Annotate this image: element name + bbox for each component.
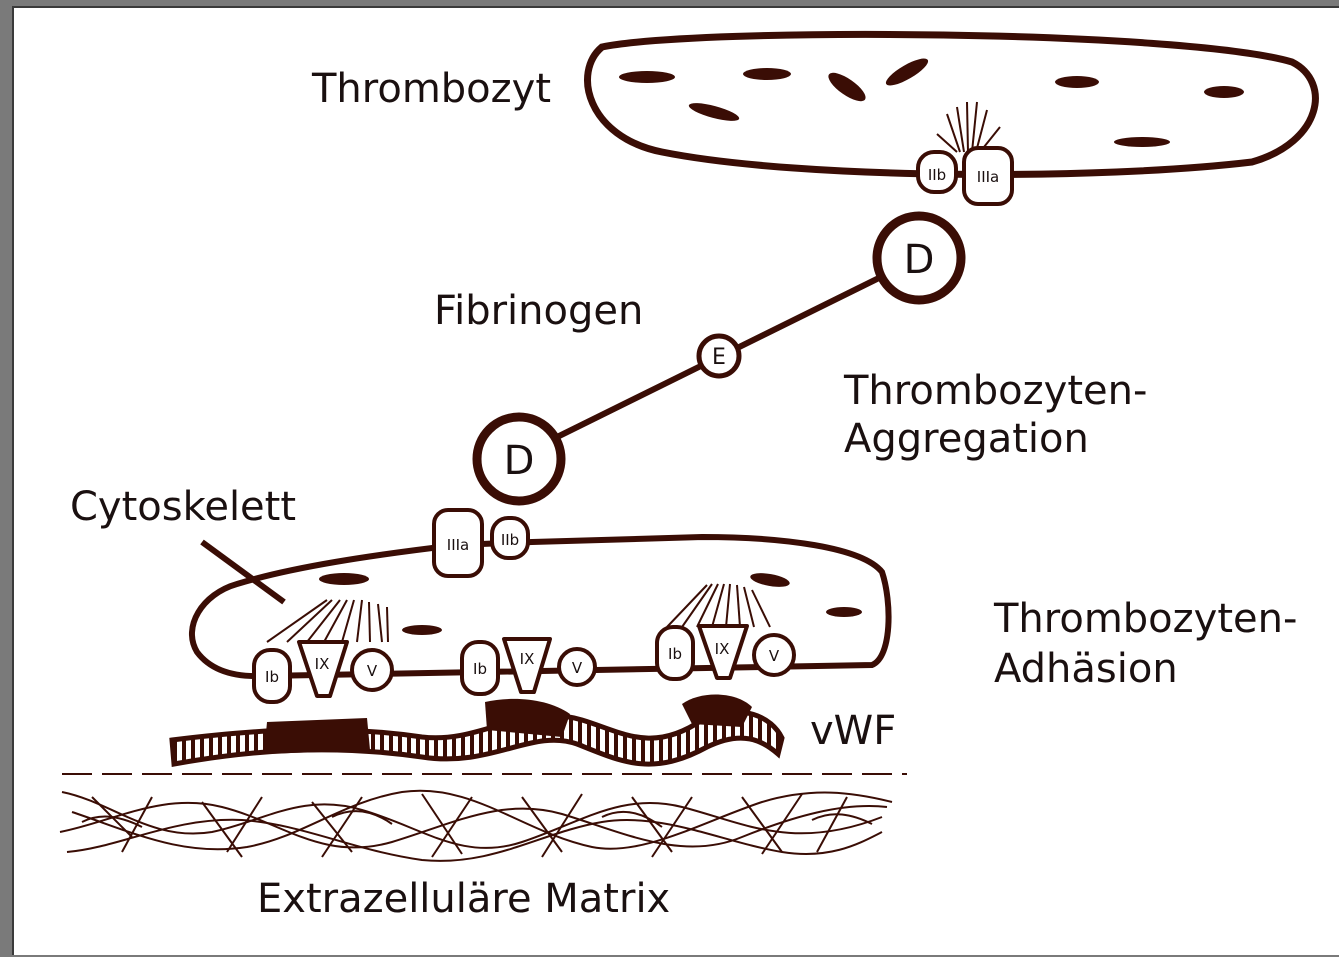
bottom-receptor-iib-label: IIb bbox=[501, 531, 519, 549]
label-aggregation-line2: Aggregation bbox=[844, 416, 1089, 462]
receptor-v-3: V bbox=[754, 635, 794, 675]
bottom-platelet: IIIa IIb Ib IX V Ib bbox=[192, 510, 889, 702]
platelet-adhesion-diagram: IIb IIIa Thrombozyt D E D Fibrinogen Thr… bbox=[14, 8, 1339, 957]
fibrinogen-e-domain: E bbox=[699, 336, 739, 376]
bottom-platelet-granules bbox=[319, 571, 862, 635]
receptor-v-1: V bbox=[352, 650, 392, 690]
receptor-v-2-label: V bbox=[572, 659, 583, 677]
receptor-ib-2-label: Ib bbox=[473, 660, 487, 678]
top-receptor-iiia: IIIa bbox=[964, 148, 1012, 204]
cytoskeleton-fibers-right bbox=[667, 584, 770, 627]
label-vwf: vWF bbox=[810, 708, 896, 754]
receptor-ix-3-label: IX bbox=[715, 640, 730, 658]
fibrinogen-d-domain-top: D bbox=[877, 216, 961, 300]
label-thrombozyt: Thrombozyt bbox=[311, 66, 551, 112]
label-adhaesion-line1: Thrombozyten- bbox=[993, 596, 1297, 642]
receptor-ix-2: IX bbox=[504, 639, 550, 692]
extracellular-matrix-fibers bbox=[60, 774, 907, 861]
receptor-v-2: V bbox=[559, 649, 595, 685]
e-domain-label: E bbox=[712, 345, 726, 370]
bottom-receptor-iib: IIb bbox=[492, 518, 528, 558]
top-cytoskeleton-fibers bbox=[937, 102, 1000, 152]
top-platelet: IIb IIIa bbox=[588, 34, 1316, 204]
receptor-ib-3: Ib bbox=[657, 627, 693, 679]
receptor-v-3-label: V bbox=[769, 647, 780, 665]
d-domain-bottom-label: D bbox=[504, 438, 535, 484]
receptor-group-2: Ib IX V bbox=[462, 639, 595, 694]
diagram-page: IIb IIIa Thrombozyt D E D Fibrinogen Thr… bbox=[12, 6, 1339, 955]
bottom-receptor-iiia-label: IIIa bbox=[447, 536, 469, 554]
label-adhaesion-line2: Adhäsion bbox=[994, 646, 1178, 692]
label-cytoskelett: Cytoskelett bbox=[70, 484, 296, 530]
receptor-group-1: Ib IX V bbox=[254, 642, 392, 702]
receptor-ix-1-label: IX bbox=[315, 655, 330, 673]
receptor-ix-2-label: IX bbox=[520, 650, 535, 668]
receptor-ix-1: IX bbox=[299, 642, 347, 696]
receptor-ib-1: Ib bbox=[254, 650, 290, 702]
top-receptor-iiia-label: IIIa bbox=[977, 168, 999, 186]
label-aggregation-line1: Thrombozyten- bbox=[843, 368, 1147, 414]
receptor-ib-1-label: Ib bbox=[265, 668, 279, 686]
top-receptor-iib-label: IIb bbox=[928, 166, 946, 184]
bottom-receptor-iiia: IIIa bbox=[434, 510, 482, 576]
top-platelet-granules bbox=[619, 54, 1244, 147]
label-extrazellulaere-matrix: Extrazelluläre Matrix bbox=[257, 876, 670, 922]
receptor-ib-3-label: Ib bbox=[668, 645, 682, 663]
receptor-v-1-label: V bbox=[367, 662, 378, 680]
cytoskeleton-fibers-left bbox=[267, 600, 388, 642]
d-domain-top-label: D bbox=[904, 237, 935, 283]
fibrinogen-d-domain-bottom: D bbox=[477, 417, 561, 501]
label-fibrinogen: Fibrinogen bbox=[434, 288, 643, 334]
vwf-strand bbox=[172, 695, 782, 765]
receptor-group-3: Ib IX V bbox=[657, 626, 794, 679]
top-receptor-iib: IIb bbox=[918, 152, 956, 192]
receptor-ib-2: Ib bbox=[462, 642, 498, 694]
